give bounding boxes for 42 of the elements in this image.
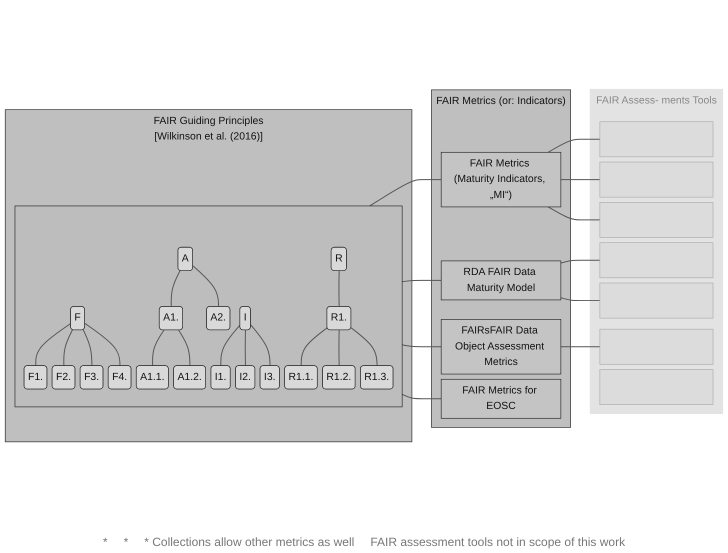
connector: [300, 327, 328, 366]
node-box: [600, 121, 714, 158]
connector: [63, 329, 74, 366]
connector: [560, 179, 600, 180]
connector: [402, 394, 442, 400]
node-box: [600, 369, 714, 405]
node-box: RDA FAIR Data Maturity Model: [440, 260, 562, 300]
connector: [560, 297, 600, 302]
connector: [192, 265, 220, 308]
connector: [560, 260, 600, 264]
connector: [548, 206, 600, 220]
connector: [244, 330, 246, 366]
note-text: FAIR assessment tools not in scope of this work: [370, 535, 626, 549]
connector: [170, 270, 181, 308]
node-box: FAIR Metrics (Maturity Indicators, „MI“): [440, 152, 562, 208]
node-box: [600, 328, 714, 365]
connector: [560, 346, 600, 348]
node-box: FAIRsFAIR Data Object Assessment Metrics: [440, 319, 562, 374]
footnote-mark: *: [124, 535, 128, 549]
connector: [402, 280, 442, 282]
connector: [250, 324, 271, 366]
cluster: [14, 206, 402, 408]
connector: [338, 330, 340, 366]
connector: [152, 330, 164, 366]
connector: [548, 138, 600, 153]
connector: [220, 324, 241, 366]
connector: [84, 322, 120, 366]
node-box: [600, 282, 714, 318]
note-text: * Collections allow other metrics as well: [144, 535, 354, 549]
footnote-mark: *: [102, 535, 108, 549]
connector: [350, 327, 378, 366]
connector: [402, 344, 442, 348]
connector: [35, 322, 72, 366]
node-box: FAIR Metrics for EOSC: [440, 378, 562, 419]
connector: [82, 329, 92, 366]
node-box: [600, 162, 714, 198]
node-box: [600, 242, 714, 278]
connector: [338, 270, 340, 308]
connector: [178, 330, 190, 366]
cluster: FAIR Assess- ments Tools: [590, 88, 724, 414]
connector: [369, 179, 442, 206]
node-box: [600, 202, 714, 238]
